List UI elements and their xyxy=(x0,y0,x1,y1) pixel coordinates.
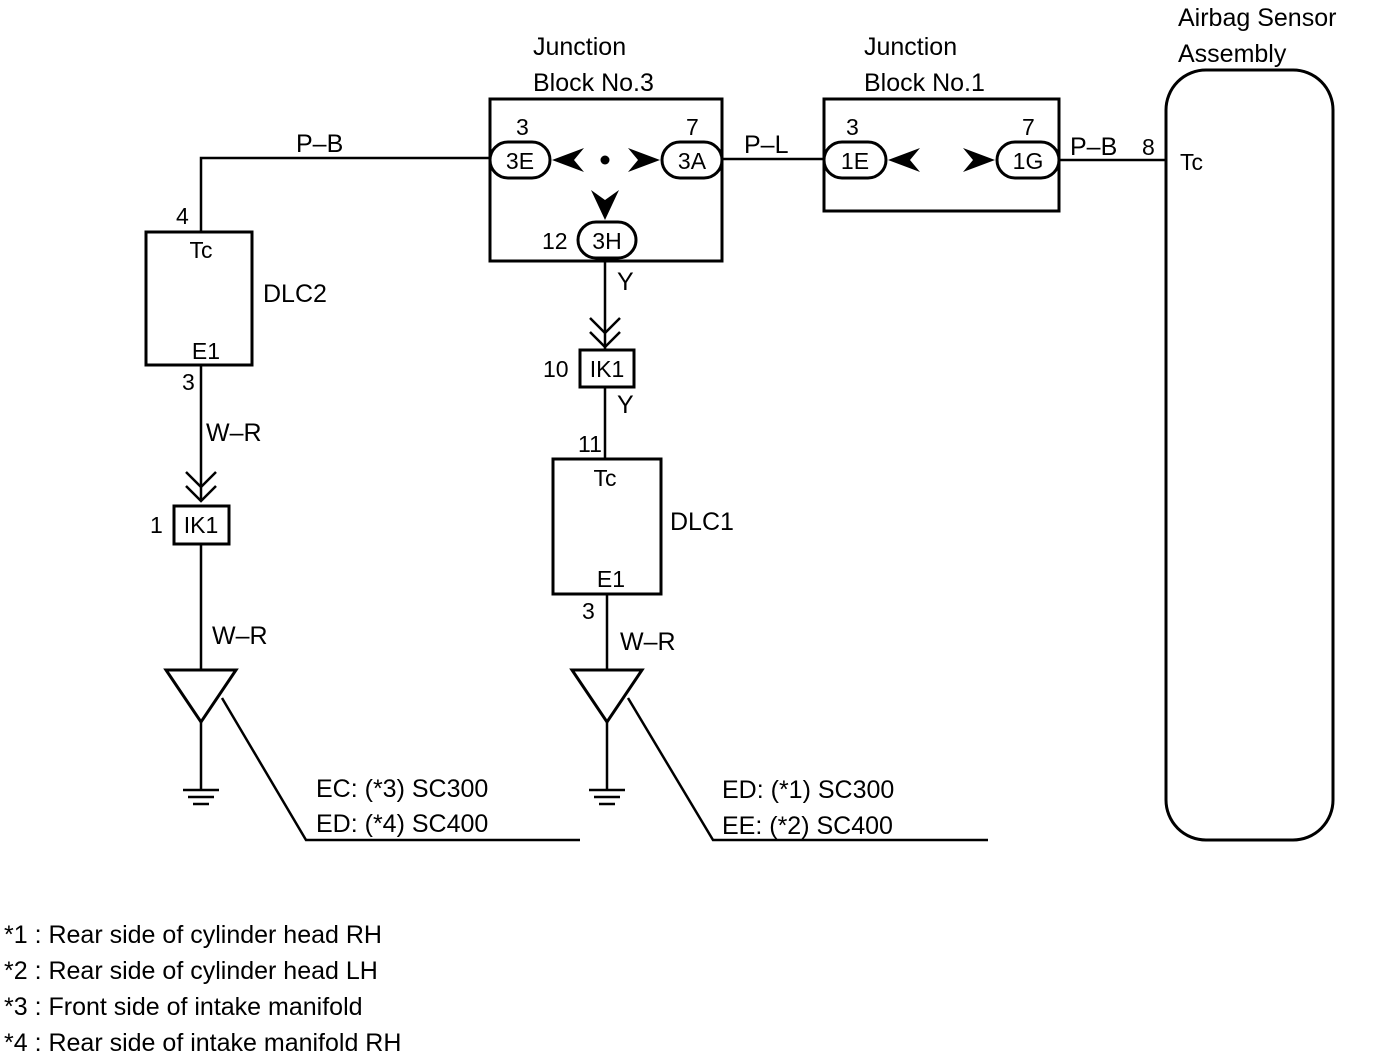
connector-1e xyxy=(822,140,888,180)
connector-3e-label: 3E xyxy=(506,148,534,174)
connector-3a-label: 3A xyxy=(678,148,707,174)
ground-left-line2: ED: (*4) SC400 xyxy=(316,810,488,838)
ik1-center-pin: 10 xyxy=(543,356,569,382)
footnote-4: *4 : Rear side of intake manifold RH xyxy=(4,1029,401,1057)
ik1-left-box xyxy=(172,504,231,546)
ik1-center-chevron-2 xyxy=(589,331,621,349)
connector-3e xyxy=(488,140,552,180)
dlc2-terminal-tc: Tc xyxy=(190,237,213,263)
dlc2-terminal-e1: E1 xyxy=(192,338,220,364)
footnotes: *1 : Rear side of cylinder head RH *2 : … xyxy=(4,921,401,1057)
airbag-sensor-body xyxy=(1164,68,1335,842)
wire-label-jb1-airbag: P–B xyxy=(1070,133,1117,161)
ground-center-line1: ED: (*1) SC300 xyxy=(722,776,894,804)
wires xyxy=(199,156,1166,842)
footnote-1: *1 : Rear side of cylinder head RH xyxy=(4,921,382,949)
jb3-title-2: Block No.3 xyxy=(533,69,654,97)
ik1-center-box xyxy=(578,348,636,389)
ground-point-left xyxy=(163,668,239,725)
wire-label-ik1-dlc1: Y xyxy=(617,391,634,419)
ik1-center-label: IK1 xyxy=(590,356,625,382)
jb1-title-2: Block No.1 xyxy=(864,69,985,97)
dlc1-pin-top: 11 xyxy=(578,431,602,457)
dlc1-terminal-e1: E1 xyxy=(597,566,625,592)
dlc1-name: DLC1 xyxy=(670,508,734,536)
ik1-center: IK1 10 xyxy=(543,348,636,389)
ik1-left: IK1 1 xyxy=(150,504,231,546)
airbag-sensor-title-2: Assembly xyxy=(1178,40,1287,68)
wire-label-ik1-ground: W–R xyxy=(212,622,268,650)
jb1-arrow-left xyxy=(888,148,920,172)
connector-3h xyxy=(576,220,638,260)
footnote-2: *2 : Rear side of cylinder head LH xyxy=(4,957,378,985)
dlc1-pin-bottom: 3 xyxy=(582,598,595,624)
airbag-sensor-pin: 8 xyxy=(1142,134,1155,160)
wire-dlc2-to-jb3 xyxy=(199,156,490,232)
leader-left xyxy=(220,697,580,842)
ground-left: EC: (*3) SC300 ED: (*4) SC400 xyxy=(163,668,488,838)
dlc2-box xyxy=(144,230,254,367)
ik1-left-chevron-1 xyxy=(185,471,217,489)
jb3-arrow-left xyxy=(552,148,584,172)
dlc2-name: DLC2 xyxy=(263,280,327,308)
connector-3a-pin: 7 xyxy=(686,114,699,140)
footnote-3: *3 : Front side of intake manifold xyxy=(4,993,363,1021)
jb3-splice-dot xyxy=(600,155,610,165)
ground-symbol-center-icon xyxy=(589,788,625,806)
wire-label-dlc2-ik1: W–R xyxy=(206,419,262,447)
dlc2: Tc E1 DLC2 4 3 xyxy=(144,203,327,395)
dlc2-pin-bottom: 3 xyxy=(182,369,195,395)
connector-1e-pin: 3 xyxy=(846,114,859,140)
connector-1g-pin: 7 xyxy=(1022,114,1035,140)
ik1-left-label: IK1 xyxy=(184,512,219,538)
connector-3h-pin: 12 xyxy=(542,228,568,254)
connector-1e-label: 1E xyxy=(841,148,869,174)
jb3-arrow-right xyxy=(628,148,660,172)
connector-3h-label: 3H xyxy=(592,228,621,254)
wire-label-dlc2-jb3: P–B xyxy=(296,130,343,158)
jb1-title-1: Junction xyxy=(864,33,957,61)
junction-block-1: Junction Block No.1 1E 3 1G 7 xyxy=(822,33,1061,213)
ik1-left-chevron-2 xyxy=(185,485,217,503)
connector-3e-pin: 3 xyxy=(516,114,529,140)
jb3-title-1: Junction xyxy=(533,33,626,61)
airbag-sensor-terminal: Tc xyxy=(1180,149,1203,175)
junction-block-3: Junction Block No.3 3E 3 3A 7 3H 12 xyxy=(488,33,724,263)
dlc2-pin-top: 4 xyxy=(176,203,189,229)
wire-label-jb3-jb1: P–L xyxy=(744,131,789,159)
jb1-arrow-right xyxy=(963,148,995,172)
dlc1-box xyxy=(551,457,663,596)
dlc1-terminal-tc: Tc xyxy=(594,465,617,491)
ground-center: ED: (*1) SC300 EE: (*2) SC400 xyxy=(569,668,894,840)
wire-labels: P–B P–L P–B Y Y W–R W–R W–R xyxy=(206,130,1117,656)
ground-point-center xyxy=(569,668,645,725)
ground-left-line1: EC: (*3) SC300 xyxy=(316,775,488,803)
ground-symbol-left-icon xyxy=(183,788,219,806)
ik1-left-pin: 1 xyxy=(150,512,163,538)
dlc1: Tc E1 DLC1 11 3 xyxy=(551,431,734,624)
connector-3a xyxy=(660,140,724,180)
wire-label-dlc1-ground: W–R xyxy=(620,628,676,656)
wire-label-jb3-ik1: Y xyxy=(617,268,634,296)
ik1-center-chevron-1 xyxy=(589,317,621,335)
airbag-sensor-title-1: Airbag Sensor xyxy=(1178,4,1336,32)
connector-1g-label: 1G xyxy=(1013,148,1044,174)
leader-center xyxy=(626,697,988,842)
connector-1g xyxy=(995,140,1061,180)
ground-center-line2: EE: (*2) SC400 xyxy=(722,812,893,840)
jb3-arrow-down xyxy=(591,190,619,220)
airbag-sensor-assembly: Airbag Sensor Assembly Tc 8 xyxy=(1142,4,1336,842)
